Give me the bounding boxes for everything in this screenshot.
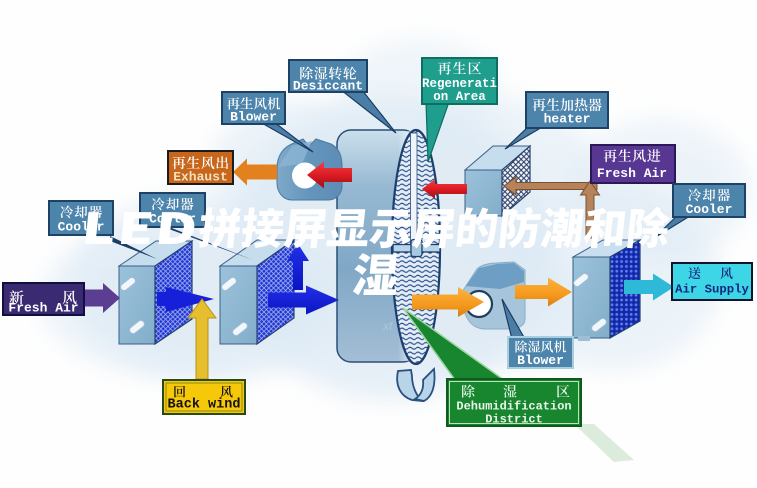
- svg-text:District: District: [485, 413, 543, 427]
- svg-text:Desiccant: Desiccant: [293, 79, 363, 94]
- svg-text:on Area: on Area: [433, 90, 486, 104]
- svg-text:Exhaust: Exhaust: [173, 170, 228, 185]
- svg-text:Blower: Blower: [230, 110, 277, 125]
- svg-text:Blower: Blower: [517, 353, 564, 368]
- svg-text:Back wind: Back wind: [168, 398, 241, 413]
- svg-text:xt: xt: [382, 319, 393, 333]
- svg-text:Fresh Air: Fresh Air: [597, 166, 667, 181]
- svg-text:Regenerati: Regenerati: [422, 77, 497, 91]
- svg-text:Air Supply: Air Supply: [675, 283, 749, 297]
- svg-text:Fresh Air: Fresh Air: [8, 301, 78, 316]
- svg-text:Dehumidification: Dehumidification: [456, 400, 571, 414]
- svg-text:heater: heater: [544, 112, 591, 127]
- svg-text:Cooler: Cooler: [686, 202, 733, 217]
